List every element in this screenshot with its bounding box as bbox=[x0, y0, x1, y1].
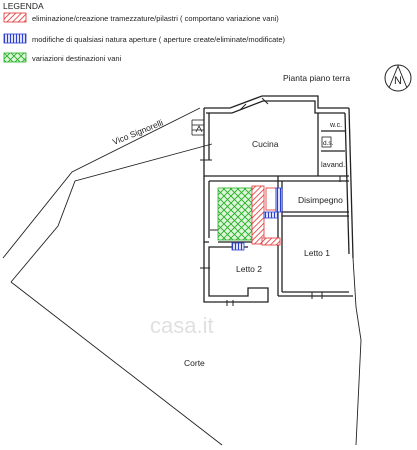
legend-label-openings: modifiche di qualsiasi natura aperture (… bbox=[32, 35, 286, 44]
plan-title: Pianta piano terra bbox=[283, 73, 350, 83]
opening-change-middle bbox=[263, 211, 279, 219]
courtyard-label: Corte bbox=[184, 358, 205, 368]
room-label-bed1: Letto 1 bbox=[304, 248, 330, 258]
legend-swatch-use-change bbox=[3, 52, 27, 63]
legend-title: LEGENDA bbox=[3, 1, 44, 11]
building-walls bbox=[203, 95, 354, 303]
wall-change-area-bottom bbox=[261, 237, 281, 246]
site-outline bbox=[2, 107, 362, 446]
room-label-kitchen: Cucina bbox=[252, 139, 279, 149]
room-label-hall: Disimpegno bbox=[298, 195, 343, 205]
watermark: casa.it bbox=[150, 313, 214, 338]
legend: LEGENDA eliminazione/creazione tramezzat… bbox=[3, 1, 286, 63]
legend-label-demolition: eliminazione/creazione tramezzature/pila… bbox=[32, 14, 279, 23]
north-letter: N bbox=[394, 75, 402, 87]
legend-swatch-demolition bbox=[3, 12, 27, 23]
room-label-wc: w.c. bbox=[329, 122, 342, 129]
street-label: Vico Signorelli bbox=[111, 117, 165, 146]
legend-label-use-change: variazioni destinazioni vani bbox=[32, 54, 122, 63]
wall-change-outline bbox=[265, 187, 277, 211]
north-arrow-icon: N bbox=[384, 64, 412, 92]
opening-change-bedroom2 bbox=[231, 242, 245, 251]
shower-fixture bbox=[321, 136, 332, 148]
opening-change-right bbox=[275, 187, 283, 213]
wall-change-area bbox=[251, 185, 265, 245]
room-label-lavand: lavand. bbox=[321, 160, 345, 169]
room-label-ds: d.s. bbox=[323, 140, 334, 147]
stair-steps bbox=[191, 119, 204, 136]
room-label-bed2: Letto 2 bbox=[236, 264, 262, 274]
openings bbox=[200, 97, 341, 306]
legend-swatch-openings bbox=[3, 33, 27, 44]
